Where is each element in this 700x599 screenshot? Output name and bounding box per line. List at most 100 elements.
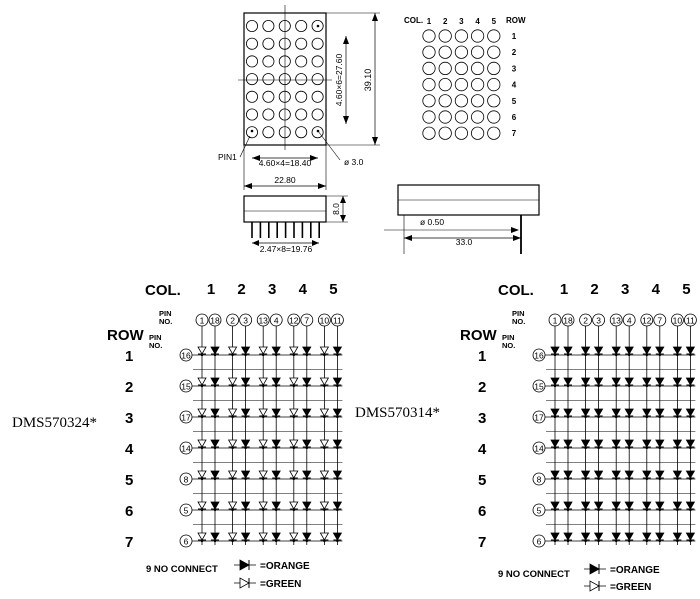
map-led [422,110,436,124]
junction-dot [275,446,278,450]
map-led [422,94,436,108]
row-number: 7 [125,534,133,551]
col-pin-number: 3 [243,316,248,326]
orange-led-diode [271,346,281,355]
map-col-number: 1 [427,17,432,26]
front-led [295,73,308,86]
junction-dot [262,508,265,512]
dim-arrow [372,137,378,145]
map-led [422,45,436,59]
orange-led-diode [655,377,665,386]
junction-dot [597,415,600,419]
orange-led-diode [302,470,312,479]
no-connect-label: 9 NO CONNECT [498,569,570,580]
map-row-number: 6 [512,113,517,122]
col-pitch-label: 4.60×4=18.40 [259,158,312,168]
junction-dot [262,384,265,388]
orange-led-diode [240,439,251,448]
orange-led-diode [672,377,683,386]
side-view-body [243,195,327,223]
col-pin-number: 11 [333,316,342,326]
orange-led-diode [563,470,573,479]
front-led [295,37,308,50]
junction-dot [213,415,217,419]
green-led-diode [289,501,299,510]
junction-dot [323,384,326,388]
junction-dot [305,477,308,481]
green-led-diode [258,408,268,417]
junction-dot [597,353,600,357]
orange-led-diode [624,408,634,417]
junction-dot [658,384,661,388]
front-led [245,19,258,32]
orange-led-diode [624,346,634,355]
row-pin-number: 14 [534,444,544,454]
junction-dot [292,384,295,388]
junction-dot [553,539,557,543]
orange-led-diode [655,408,665,417]
orange-led-diode [685,470,696,479]
orange-led-diode [672,439,683,448]
orange-led-diode [685,408,696,417]
orange-led-diode [593,470,604,479]
junction-dot [231,446,234,450]
col-number: 5 [329,281,337,298]
junction-dot [597,477,600,481]
dim-arrow [340,196,346,203]
front-led [245,37,258,50]
orange-led-diode [611,532,621,541]
map-led [454,78,468,92]
junction-dot [628,415,631,419]
orange-diode-symbol [234,559,256,571]
col-pin-no-label: NO. [512,317,525,326]
col-number: 1 [207,281,215,298]
row-number: 2 [478,379,486,396]
junction-dot [645,415,648,419]
orange-led-diode [580,408,591,417]
front-led [311,126,324,139]
orange-led-diode [611,439,621,448]
map-col-number: 5 [492,17,497,26]
junction-dot [615,415,618,419]
green-led-diode [319,439,330,448]
dim-arrow [372,13,378,21]
junction-dot [676,415,679,419]
junction-dot [213,384,217,388]
map-led [454,29,468,43]
junction-dot [336,446,339,450]
junction-dot [213,446,217,450]
junction-dot [658,446,661,450]
orange-led-diode [240,470,251,479]
map-led [422,29,436,43]
junction-dot [566,415,570,419]
junction-dot [323,446,326,450]
junction-dot [275,415,278,419]
led-diameter-label: ø 3.0 [344,157,364,167]
col-number: 2 [590,281,598,298]
orange-diode-symbol [584,563,606,575]
orange-led-diode [642,377,652,386]
row-pin-number: 16 [534,351,544,361]
orange-led-diode [302,377,312,386]
junction-dot [292,477,295,481]
green-led-diode [289,439,299,448]
front-led [245,126,258,139]
dim-arrow [312,240,319,246]
orange-led-diode [642,346,652,355]
junction-dot [676,539,679,543]
front-led [262,73,275,86]
map-row-number: 5 [512,97,517,106]
col-pin-number: 4 [274,316,279,326]
row-pin-no-label: PIN [502,333,515,342]
map-col-number: 2 [443,17,448,26]
junction-dot [597,384,600,388]
front-led [311,108,324,121]
junction-dot [231,415,234,419]
map-led [422,61,436,76]
orange-led-diode [655,532,665,541]
green-led-diode [258,532,268,541]
front-led [278,108,291,121]
row-number: 2 [125,379,133,396]
orange-led-diode [302,346,312,355]
